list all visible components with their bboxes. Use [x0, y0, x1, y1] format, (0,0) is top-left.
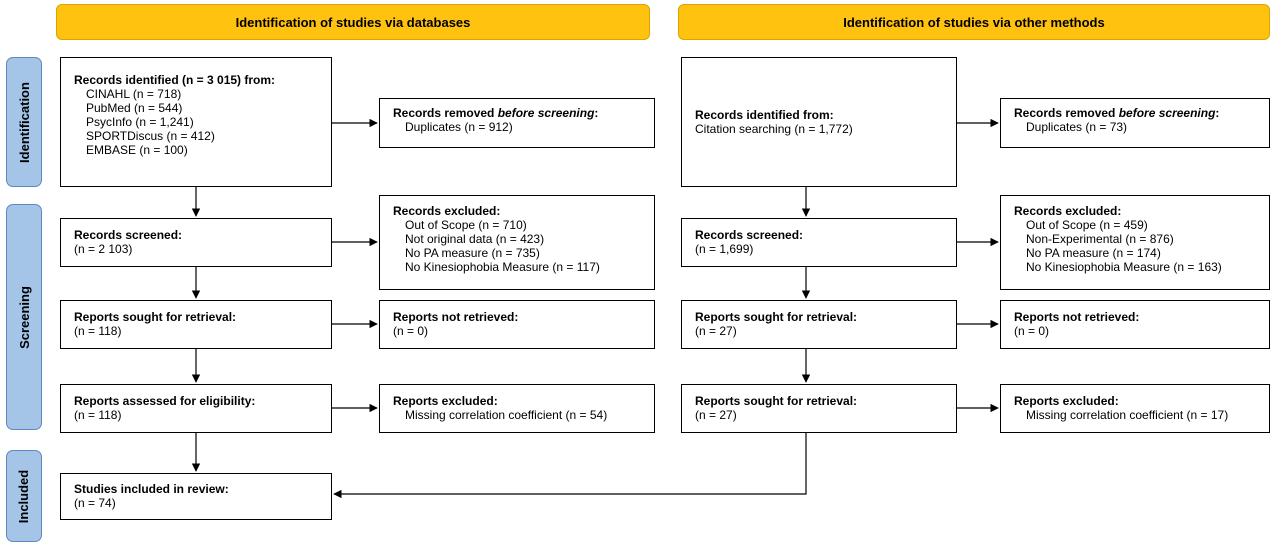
- other-excluded-item: No PA measure (n = 174): [1026, 246, 1161, 260]
- db-excluded-item: No PA measure (n = 735): [405, 246, 540, 260]
- arrow-merge: [333, 433, 807, 499]
- db-reports-sought-title: Reports sought for retrieval:: [74, 310, 237, 324]
- other-records-identified-box: Records identified from: Citation search…: [681, 57, 957, 187]
- studies-included-value: (n = 74): [74, 496, 116, 510]
- studies-included-box: Studies included in review: (n = 74): [60, 473, 332, 520]
- other-reports-not-retrieved-title: Reports not retrieved:: [1014, 310, 1140, 324]
- db-source-item: PsycInfo (n = 1,241): [86, 115, 194, 129]
- db-records-excluded-title: Records excluded:: [393, 204, 501, 218]
- other-reports-sought-second-box: Reports sought for retrieval: (n = 27): [681, 384, 957, 433]
- db-reports-sought-value: (n = 118): [74, 324, 122, 338]
- db-source-item: CINAHL (n = 718): [86, 87, 182, 101]
- db-records-screened-value: (n = 2 103): [74, 242, 133, 256]
- other-records-identified-title: Records identified from:: [695, 108, 834, 122]
- db-removed-item: Duplicates (n = 912): [405, 120, 513, 134]
- header-other-methods: Identification of studies via other meth…: [678, 4, 1270, 40]
- db-records-identified-title: Records identified (n = 3 015) from:: [74, 73, 276, 87]
- header-databases: Identification of studies via databases: [56, 4, 650, 40]
- other-reports-sought-second-title: Reports sought for retrieval:: [695, 394, 858, 408]
- db-reports-not-retrieved-title: Reports not retrieved:: [393, 310, 519, 324]
- phase-included: Included: [6, 450, 42, 542]
- db-reports-assessed-box: Reports assessed for eligibility: (n = 1…: [60, 384, 332, 433]
- db-source-item: EMBASE (n = 100): [86, 143, 188, 157]
- db-records-removed-box: Records removed before screening: Duplic…: [379, 98, 655, 148]
- other-records-excluded-title: Records excluded:: [1014, 204, 1122, 218]
- other-excluded-item: Out of Scope (n = 459): [1026, 218, 1148, 232]
- other-reports-not-retrieved-box: Reports not retrieved: (n = 0): [1000, 300, 1270, 349]
- other-records-screened-value: (n = 1,699): [695, 242, 754, 256]
- db-records-screened-title: Records screened:: [74, 228, 183, 242]
- other-records-excluded-box: Records excluded: Out of Scope (n = 459)…: [1000, 195, 1270, 290]
- db-excluded-item: Out of Scope (n = 710): [405, 218, 527, 232]
- other-records-removed-box: Records removed before screening: Duplic…: [1000, 98, 1270, 148]
- other-reports-excluded-item: Missing correlation coefficient (n = 17): [1026, 408, 1229, 422]
- other-reports-not-retrieved-value: (n = 0): [1014, 324, 1050, 338]
- db-reports-not-retrieved-value: (n = 0): [393, 324, 429, 338]
- db-records-identified-box: Records identified (n = 3 015) from: CIN…: [60, 57, 332, 187]
- phase-identification: Identification: [6, 57, 42, 187]
- db-excluded-item: No Kinesiophobia Measure (n = 117): [405, 260, 600, 274]
- db-records-excluded-box: Records excluded: Out of Scope (n = 710)…: [379, 195, 655, 290]
- other-excluded-item: No Kinesiophobia Measure (n = 163): [1026, 260, 1222, 274]
- db-reports-assessed-value: (n = 118): [74, 408, 122, 422]
- other-records-screened-title: Records screened:: [695, 228, 804, 242]
- db-source-item: PubMed (n = 544): [86, 101, 183, 115]
- other-reports-excluded-title: Reports excluded:: [1014, 394, 1119, 408]
- other-excluded-item: Non-Experimental (n = 876): [1026, 232, 1174, 246]
- header-databases-label: Identification of studies via databases: [235, 14, 471, 30]
- other-reports-sought-second-value: (n = 27): [695, 408, 737, 422]
- other-reports-sought-box: Reports sought for retrieval: (n = 27): [681, 300, 957, 349]
- other-reports-excluded-box: Reports excluded: Missing correlation co…: [1000, 384, 1270, 433]
- phase-screening: Screening: [6, 204, 42, 430]
- other-removed-item: Duplicates (n = 73): [1026, 120, 1128, 134]
- db-records-screened-box: Records screened: (n = 2 103): [60, 218, 332, 267]
- db-source-item: SPORTDiscus (n = 412): [86, 129, 215, 143]
- db-reports-sought-box: Reports sought for retrieval: (n = 118): [60, 300, 332, 349]
- db-reports-not-retrieved-box: Reports not retrieved: (n = 0): [379, 300, 655, 349]
- other-reports-sought-title: Reports sought for retrieval:: [695, 310, 858, 324]
- db-reports-assessed-title: Reports assessed for eligibility:: [74, 394, 256, 408]
- other-records-removed-title: Records removed before screening:: [1014, 106, 1220, 120]
- db-reports-excluded-title: Reports excluded:: [393, 394, 498, 408]
- other-reports-sought-value: (n = 27): [695, 324, 737, 338]
- db-records-removed-title: Records removed before screening:: [393, 106, 599, 120]
- db-excluded-item: Not original data (n = 423): [405, 232, 545, 246]
- other-records-screened-box: Records screened: (n = 1,699): [681, 218, 957, 267]
- other-records-identified-value: Citation searching (n = 1,772): [695, 122, 853, 136]
- studies-included-title: Studies included in review:: [74, 482, 229, 496]
- db-reports-excluded-box: Reports excluded: Missing correlation co…: [379, 384, 655, 433]
- header-other-methods-label: Identification of studies via other meth…: [843, 14, 1105, 30]
- db-reports-excluded-item: Missing correlation coefficient (n = 54): [405, 408, 608, 422]
